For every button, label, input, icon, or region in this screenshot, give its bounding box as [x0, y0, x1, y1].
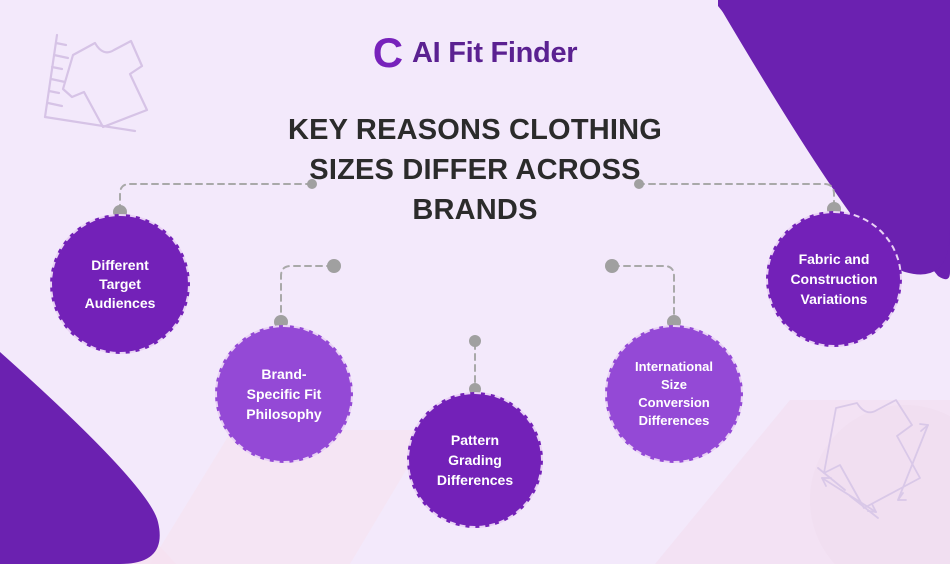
node-label: Pattern Grading Differences	[436, 432, 514, 488]
node-different-target-audiences[interactable]: Different Target Audiences	[50, 214, 190, 354]
connector-node-4	[612, 265, 675, 321]
node-label: Brand- Specific Fit Philosophy	[246, 366, 322, 422]
connector-node-2	[280, 265, 334, 321]
logo-mark-icon: C	[372, 29, 403, 76]
node-label: Fabric and Construction Variations	[790, 251, 878, 307]
connector-dot-title-right	[634, 179, 644, 189]
connector-node-5	[637, 183, 835, 207]
connector-dot-node-4-start	[605, 259, 619, 273]
brand-logo: C AI Fit Finder	[0, 32, 950, 74]
connector-node-1	[119, 183, 313, 210]
node-label: International Size Conversion Difference…	[634, 359, 713, 428]
node-brand-specific-fit-philosophy[interactable]: Brand- Specific Fit Philosophy	[215, 325, 353, 463]
node-pattern-grading-differences[interactable]: Pattern Grading Differences	[407, 392, 543, 528]
page-title: KEY REASONS CLOTHING SIZES DIFFER ACROSS…	[287, 114, 663, 226]
connector-dot-node-3-start	[469, 335, 481, 347]
node-international-size-conversion-differences[interactable]: International Size Conversion Difference…	[605, 325, 743, 463]
connector-dot-node-2-start	[327, 259, 341, 273]
node-fabric-and-construction-variations[interactable]: Fabric and Construction Variations	[766, 211, 902, 347]
connector-dot-title-left	[307, 179, 317, 189]
node-label: Different Target Audiences	[84, 256, 156, 311]
logo-text: AI Fit Finder	[412, 36, 578, 69]
